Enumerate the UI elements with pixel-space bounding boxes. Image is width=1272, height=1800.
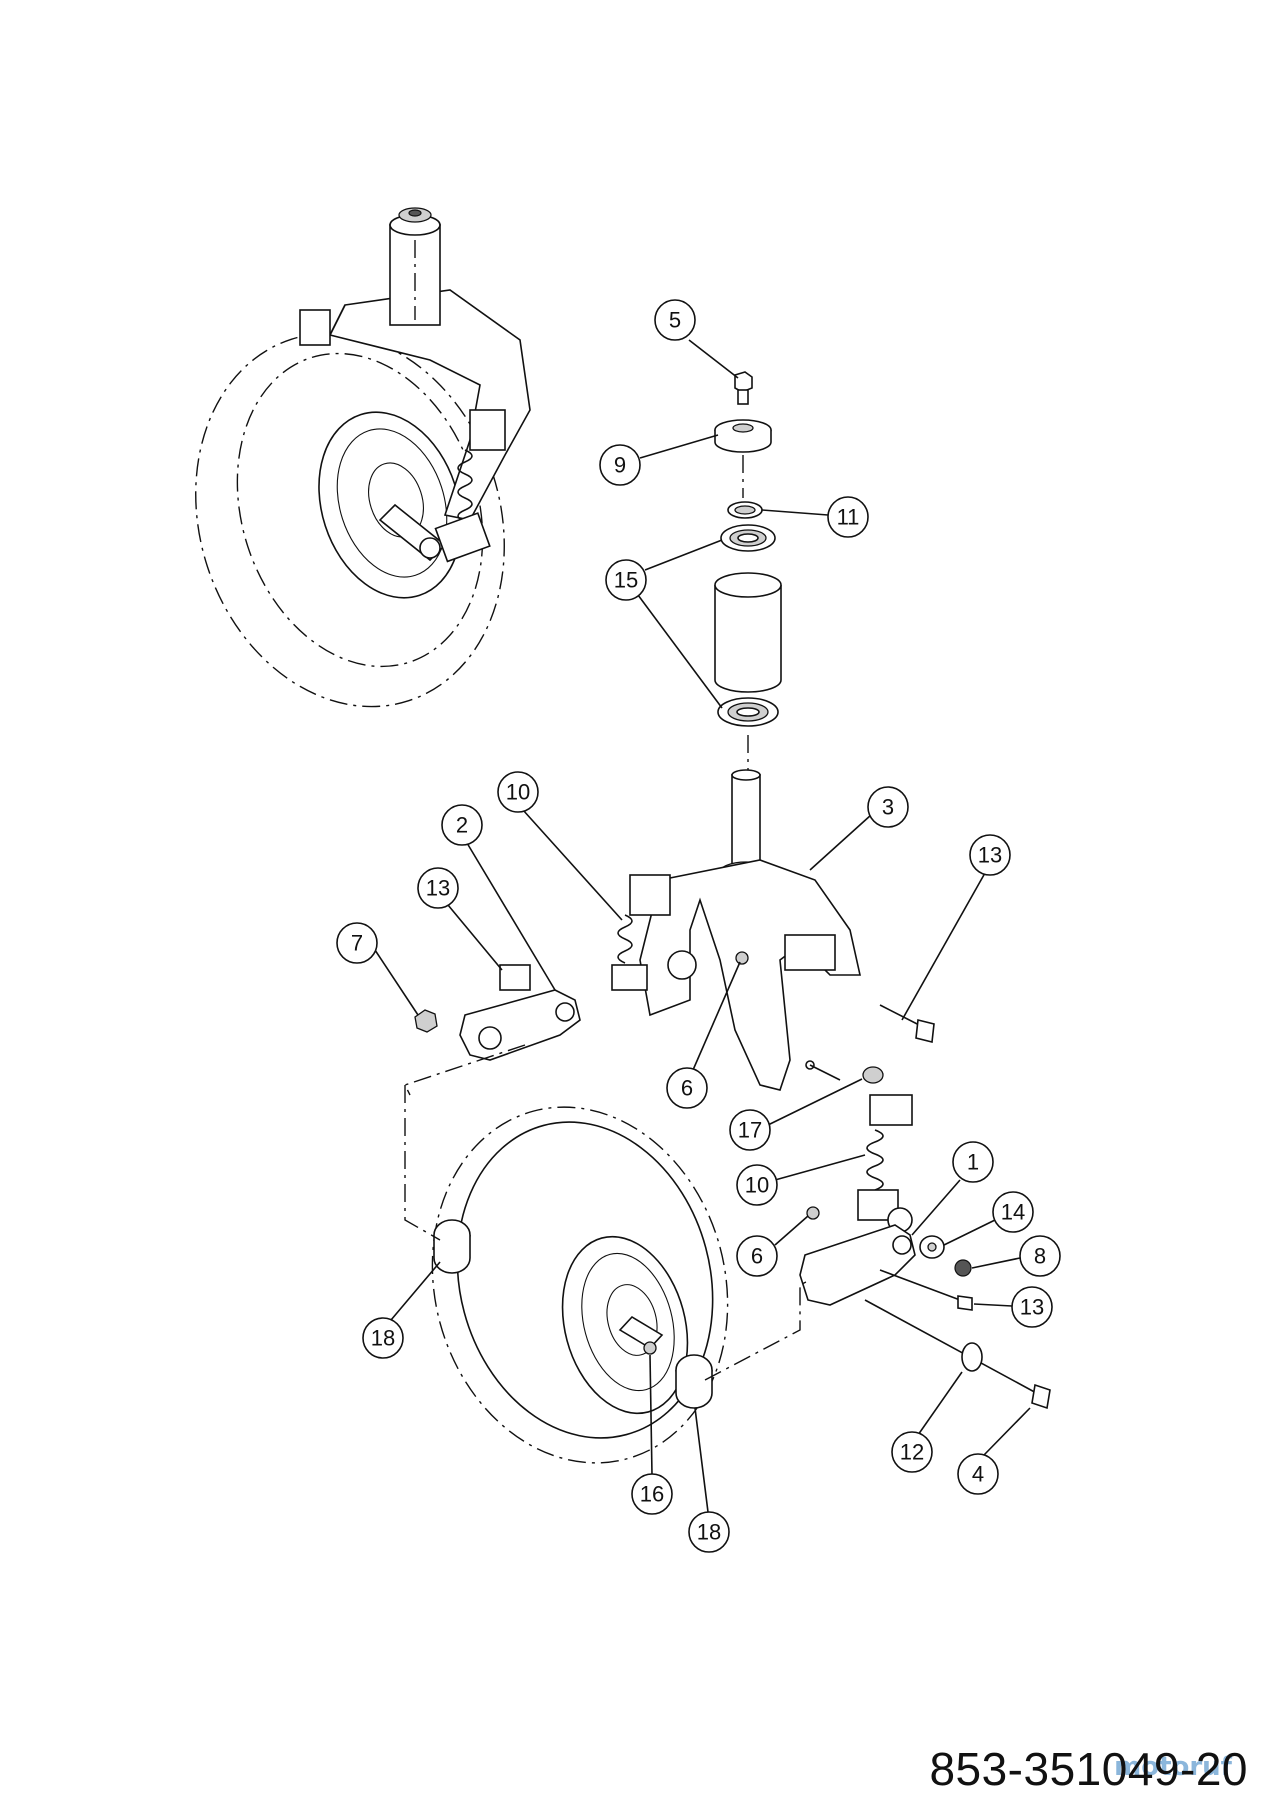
right-arm-group	[799, 1066, 1051, 1410]
document-number: 853-351049-20	[929, 1743, 1248, 1795]
svg-text:16: 16	[640, 1482, 664, 1507]
callout-3: 3	[867, 786, 909, 828]
svg-text:4: 4	[972, 1462, 984, 1487]
svg-text:18: 18	[697, 1520, 721, 1545]
svg-text:8: 8	[1034, 1244, 1046, 1269]
svg-text:11: 11	[837, 505, 860, 530]
callout-15: 15	[605, 559, 647, 601]
lower-wheel	[404, 1085, 811, 1464]
callout-13-lower-right: 13	[1011, 1286, 1053, 1328]
caster-fork	[611, 769, 861, 1091]
svg-text:7: 7	[351, 931, 363, 956]
right-bolt	[805, 1004, 935, 1081]
callouts: 5 9 11 15 10	[336, 299, 1061, 1553]
bearing-stack	[714, 371, 782, 775]
svg-text:17: 17	[738, 1118, 762, 1143]
svg-text:12: 12	[900, 1440, 924, 1465]
svg-text:9: 9	[614, 453, 626, 478]
svg-text:6: 6	[681, 1076, 693, 1101]
callout-18-right: 18	[688, 1511, 730, 1553]
callout-14: 14	[992, 1191, 1034, 1233]
callout-4: 4	[957, 1453, 999, 1495]
callout-6-lower: 6	[736, 1235, 778, 1277]
callout-7: 7	[336, 922, 378, 964]
callout-10-lower: 10	[736, 1164, 778, 1206]
svg-text:13: 13	[426, 876, 450, 901]
assembled-caster-wheel	[195, 207, 531, 708]
svg-text:18: 18	[371, 1326, 395, 1351]
callout-8: 8	[1019, 1235, 1061, 1277]
svg-text:14: 14	[1001, 1200, 1025, 1225]
callout-11: 11	[827, 496, 869, 538]
callout-9: 9	[599, 444, 641, 486]
callout-13-left: 13	[417, 867, 459, 909]
callout-16: 16	[631, 1473, 673, 1515]
left-arm	[404, 964, 581, 1096]
svg-text:5: 5	[669, 308, 681, 333]
svg-text:2: 2	[456, 813, 468, 838]
callout-5: 5	[654, 299, 696, 341]
watermark: motoruf	[1114, 1752, 1232, 1782]
callout-17: 17	[729, 1109, 771, 1151]
svg-text:13: 13	[978, 843, 1002, 868]
callout-13-upper-right: 13	[969, 834, 1011, 876]
callout-18-left: 18	[362, 1317, 404, 1359]
svg-text:15: 15	[614, 568, 638, 593]
svg-text:1: 1	[967, 1150, 979, 1175]
callout-6-upper: 6	[666, 1067, 708, 1109]
svg-text:3: 3	[882, 795, 894, 820]
svg-text:10: 10	[506, 780, 530, 805]
svg-text:6: 6	[751, 1244, 763, 1269]
callout-10-upper: 10	[497, 771, 539, 813]
svg-text:13: 13	[1020, 1295, 1044, 1320]
callout-12: 12	[891, 1431, 933, 1473]
svg-text:10: 10	[745, 1173, 769, 1198]
callout-2: 2	[441, 804, 483, 846]
callout-1: 1	[952, 1141, 994, 1183]
